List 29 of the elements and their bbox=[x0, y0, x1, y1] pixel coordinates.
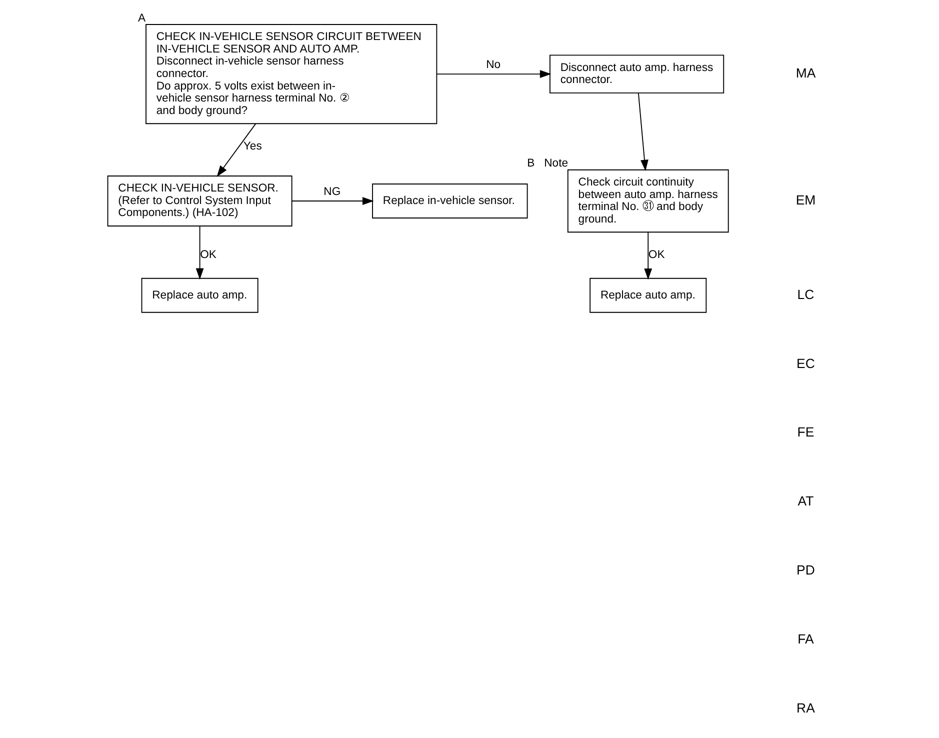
node-label: B Note bbox=[527, 158, 568, 170]
label: PD bbox=[796, 562, 815, 578]
arrow bbox=[638, 92, 648, 172]
arrow bbox=[644, 232, 652, 280]
arrow bbox=[216, 123, 256, 177]
edge-label: OK bbox=[648, 249, 665, 262]
label: EM bbox=[796, 192, 816, 208]
arrow bbox=[196, 226, 204, 280]
node-box: Replace in-vehicle sensor. bbox=[372, 184, 528, 218]
node-box: Replace auto amp. bbox=[141, 278, 258, 313]
node-box: CHECK IN-VEHICLE SENSOR. (Refer to Control System Input Components.) (HA-102) bbox=[107, 176, 292, 226]
edge-label: OK bbox=[200, 249, 216, 262]
edge-label: No bbox=[486, 59, 501, 72]
arrow bbox=[436, 70, 552, 78]
node-box: CHECK IN-VEHICLE SENSOR CIRCUIT BETWEEN IN-VEHICLE SENSOR AND AUTO AMP. Disconnect in-vehicle sensor harness connector. Do approx. 5 volts exist between in-vehicle sensor harness terminal No. ② and body ground? bbox=[146, 24, 438, 124]
arrow bbox=[291, 197, 374, 205]
edge-label: NG bbox=[324, 186, 341, 198]
label: AT bbox=[798, 494, 814, 509]
label: EC bbox=[796, 356, 815, 371]
label: LC bbox=[797, 286, 814, 302]
node-box: Disconnect auto amp. harness connector. bbox=[549, 54, 724, 94]
node-box: Replace auto amp. bbox=[590, 278, 707, 313]
label: FA bbox=[798, 631, 814, 646]
label: MA bbox=[796, 66, 816, 81]
label: RA bbox=[796, 700, 815, 716]
node-box: Check circuit continuity between auto amp. harness terminal No. ㉛ and body ground. bbox=[567, 169, 729, 233]
label: FE bbox=[797, 424, 814, 440]
edge-label: Yes bbox=[243, 140, 262, 153]
node-label: A bbox=[138, 12, 146, 24]
